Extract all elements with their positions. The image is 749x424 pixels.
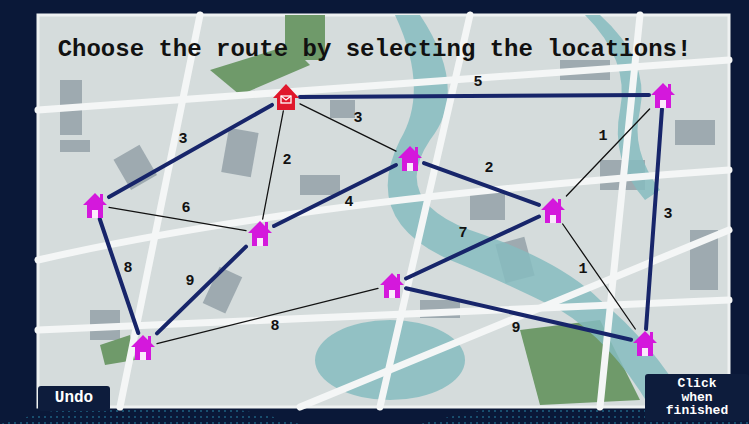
house-icon: [631, 329, 659, 357]
edge-weight: 5: [473, 74, 482, 91]
button-label: Undo: [42, 390, 106, 407]
edge-weight: 3: [353, 110, 362, 127]
selected-route: [157, 247, 246, 334]
house-icon: [129, 333, 157, 361]
game-button: Undo: [38, 386, 110, 411]
selected-route: [100, 219, 139, 333]
edge-weight: 6: [181, 200, 190, 217]
house-icon: [539, 196, 567, 224]
edge-weight: 3: [178, 131, 187, 148]
route-line: [109, 207, 246, 230]
edge-weight: 3: [663, 206, 672, 223]
route-line: [157, 288, 378, 343]
edge-weight: 8: [123, 260, 132, 277]
selected-route: [424, 163, 539, 205]
edge-weight: 9: [511, 320, 520, 337]
game-title: Choose the route by selecting the locati…: [0, 36, 749, 63]
selected-route: [300, 95, 649, 97]
route-line: [300, 104, 396, 151]
edge-weight: 1: [598, 128, 607, 145]
game-button: Click when finished: [645, 374, 749, 421]
selected-route: [274, 165, 396, 226]
selected-route: [109, 105, 272, 197]
house-location: [396, 144, 424, 172]
route-line: [566, 109, 649, 196]
house-location: [129, 333, 157, 361]
house-icon: [81, 191, 109, 219]
selected-route: [646, 109, 662, 329]
house-location: [81, 191, 109, 219]
edge-weight: 4: [344, 194, 353, 211]
house-icon: [272, 83, 300, 111]
post-office-house: [272, 83, 300, 111]
edge-weight: 8: [270, 318, 279, 335]
house-icon: [246, 219, 274, 247]
edge-weight: 2: [484, 160, 493, 177]
edge-weight: 7: [458, 225, 467, 242]
edge-weight: 9: [185, 273, 194, 290]
button-label: Click when finished: [661, 377, 734, 418]
selected-route: [406, 217, 539, 279]
house-location: [631, 329, 659, 357]
house-location: [539, 196, 567, 224]
route-line: [263, 111, 284, 219]
route-line: [563, 224, 636, 329]
edge-weight: 1: [578, 261, 587, 278]
house-location: [246, 219, 274, 247]
house-icon: [378, 271, 406, 299]
edge-weight: 2: [282, 152, 291, 169]
house-location: [649, 81, 677, 109]
house-icon: [396, 144, 424, 172]
selected-route: [406, 288, 631, 340]
house-location: [378, 271, 406, 299]
house-icon: [649, 81, 677, 109]
